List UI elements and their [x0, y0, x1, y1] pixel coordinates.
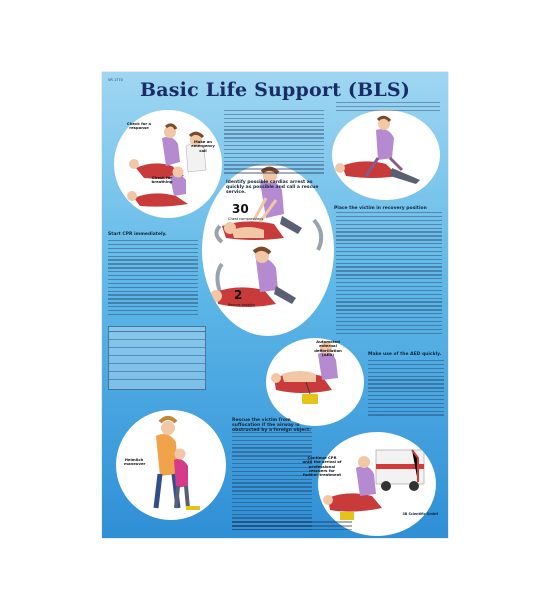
recovery-illustration: [335, 115, 420, 184]
table-row: [109, 339, 205, 340]
check-response-illustration: [127, 123, 207, 207]
circle-aed: [266, 338, 364, 426]
heimlich-illustration: [153, 416, 200, 510]
breath-count: 2: [234, 288, 243, 302]
product-code: VR 1770: [108, 78, 123, 82]
heading-recovery: Place the victim in recovery position: [334, 206, 427, 211]
circle-recovery-position: [332, 110, 440, 200]
heading-start-cpr: Start CPR immediately.: [108, 232, 167, 237]
aed-illustration: [271, 342, 338, 404]
table-row: [109, 363, 205, 364]
bls-summary-table: [108, 326, 206, 390]
text-block-top-right: [336, 102, 440, 114]
bls-poster: VR 1770 Basic Life Support (BLS) Check f…: [102, 72, 448, 538]
footer-text: [232, 521, 352, 533]
label-chest-compressions: Chest compressions: [228, 217, 264, 221]
table-header: [109, 327, 205, 332]
compression-count: 30: [232, 202, 249, 216]
cpr-illustration: [210, 166, 324, 307]
table-row: [109, 355, 205, 356]
circle-heimlich: [116, 410, 226, 520]
label-heimlich: Heimlich maneuver: [124, 457, 146, 467]
label-check-breathing: Check for breathing: [151, 175, 173, 185]
brand-logo: 3B Scientific GmbH: [402, 512, 438, 516]
heading-identify: Identify possible cardiac arrest as quic…: [226, 180, 319, 195]
table-row: [109, 371, 205, 372]
text-block-right: [336, 212, 442, 337]
circle-cpr: [202, 164, 334, 336]
label-continue-cpr: Continue CPR until the arrival of profes…: [302, 455, 342, 478]
heading-rescue: Rescue the victim from suffocation if th…: [232, 418, 311, 433]
text-block-aed: [368, 360, 444, 418]
label-emergency-call: Make an emergency call: [191, 139, 215, 153]
label-aed: Automated external defibrillation (AED): [314, 339, 342, 357]
text-block-rescue: [232, 428, 312, 533]
poster-title: Basic Life Support (BLS): [139, 79, 411, 101]
table-row: [109, 347, 205, 348]
label-rescue-breaths: Rescue breaths: [228, 303, 255, 307]
heading-aed-use: Make use of the AED quickly.: [368, 352, 442, 357]
text-block-left: [108, 240, 198, 318]
circle-professional-rescuers: [318, 432, 436, 536]
text-block-top-center: [224, 110, 324, 176]
label-check-response: Check for a response: [126, 121, 152, 131]
table-row: [109, 379, 205, 380]
ambulance-illustration: [323, 449, 425, 520]
circle-check-response: [114, 110, 222, 218]
